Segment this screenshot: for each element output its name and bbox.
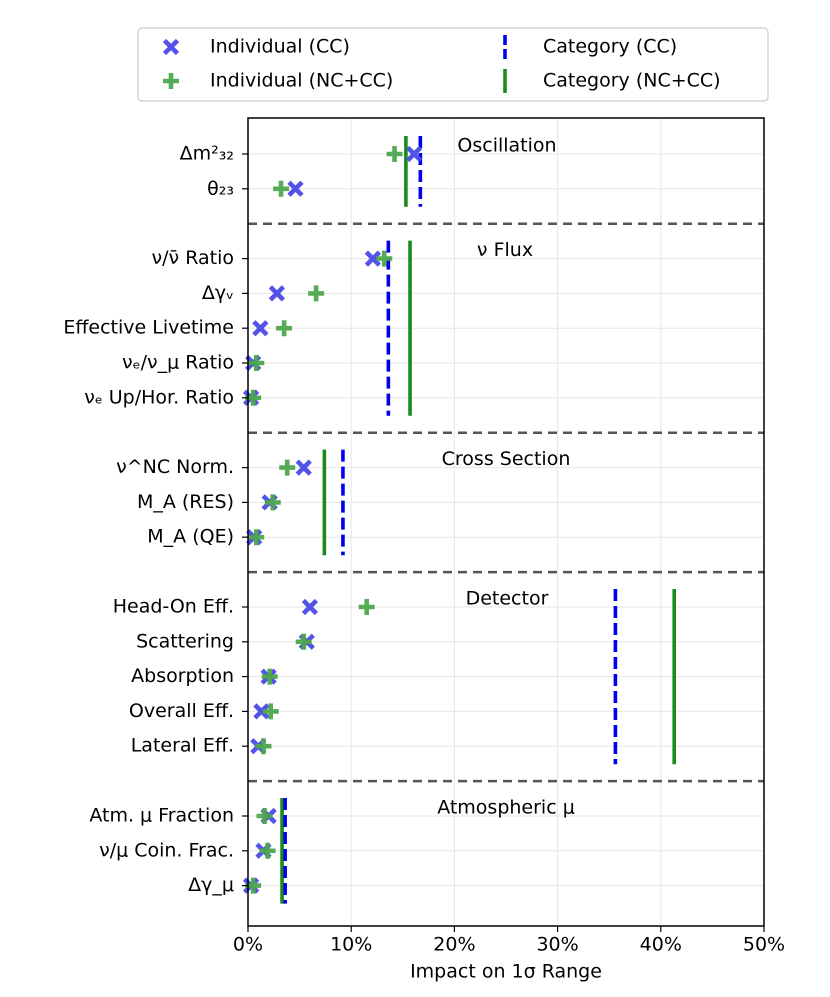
y-tick-label: Overall Eff. — [129, 700, 234, 722]
individual-cc-point — [253, 703, 270, 720]
individual-cc-point — [268, 285, 286, 302]
individual-nccc-point — [262, 703, 279, 720]
legend-label: Category (CC) — [543, 36, 677, 58]
individual-nccc-point — [276, 320, 293, 337]
group-title: ν Flux — [477, 239, 533, 261]
individual-nccc-point — [264, 494, 281, 511]
y-tick-label: Effective Livetime — [63, 317, 234, 339]
individual-nccc-point — [308, 285, 325, 302]
plot-frame — [247, 117, 765, 927]
y-tick-label: νₑ Up/Hor. Ratio — [84, 386, 234, 408]
individual-cc-point — [406, 145, 423, 163]
x-tick-label: 0% — [233, 934, 263, 956]
legend-box — [137, 27, 769, 102]
individual-nccc-point — [256, 808, 273, 824]
individual-nccc-point — [261, 668, 278, 685]
x-tick-label: 40% — [640, 934, 682, 956]
individual-cc-point — [295, 459, 312, 476]
y-tick-label: θ₂₃ — [207, 177, 234, 199]
individual-nccc-point — [295, 633, 312, 650]
x-axis: 0% 10% 20% 30% 40% 50% Impact on 1σ Range — [233, 926, 785, 983]
y-tick-label: Scattering — [136, 630, 234, 652]
x-axis-label: Impact on 1σ Range — [410, 961, 602, 983]
group-title: Atmospheric μ — [437, 797, 575, 819]
y-tick-label: νₑ/ν_μ Ratio — [122, 352, 234, 374]
individual-nccc-point — [279, 459, 296, 476]
y-tick-label: Atm. μ Fraction — [89, 805, 234, 827]
y-tick-label: Δγ_μ — [188, 874, 234, 896]
individual-cc-point — [364, 250, 381, 267]
y-tick-label: ν^NC Norm. — [116, 456, 234, 478]
y-tick-label: Head-On Eff. — [113, 596, 234, 618]
y-tick-label: M_A (RES) — [137, 491, 234, 513]
legend: Individual (CC) Category (CC) Individual (… — [137, 27, 769, 102]
individual-nccc-point — [248, 355, 265, 371]
y-tick-label: M_A (QE) — [147, 526, 234, 548]
group-title: Detector — [466, 588, 549, 610]
group-title: Cross Section — [442, 448, 571, 470]
individual-nccc-point — [255, 738, 272, 755]
individual-cc-point — [301, 598, 319, 616]
individual-cc-point — [287, 180, 304, 197]
y-tick-label: Lateral Eff. — [131, 735, 234, 757]
legend-label: Category (NC+CC) — [543, 70, 721, 92]
legend-marker-x — [162, 38, 180, 56]
x-tick-label: 20% — [433, 934, 475, 956]
y-tick-label: Δm²₃₂ — [180, 143, 234, 165]
individual-cc-point — [252, 320, 269, 337]
individual-nccc-point — [386, 146, 403, 162]
individual-nccc-point — [376, 250, 393, 267]
y-tick-label: ν/ν̄ Ratio — [152, 247, 234, 269]
y-tick-label: Absorption — [131, 665, 234, 687]
group-title: Oscillation — [457, 135, 556, 157]
legend-marker-plus — [163, 73, 179, 89]
y-tick-label: ν/μ Coin. Frac. — [99, 839, 234, 861]
x-tick-label: 50% — [743, 934, 785, 956]
x-tick-label: 10% — [330, 934, 372, 956]
legend-label: Individual (NC+CC) — [210, 70, 393, 92]
individual-nccc-point — [358, 599, 375, 615]
individual-nccc-point — [273, 180, 290, 197]
individual-nccc-point — [248, 529, 265, 546]
legend-label: Individual (CC) — [210, 36, 350, 58]
x-tick-label: 30% — [536, 934, 578, 956]
individual-nccc-point — [259, 842, 276, 859]
y-tick-label: Δγᵥ — [202, 282, 234, 304]
